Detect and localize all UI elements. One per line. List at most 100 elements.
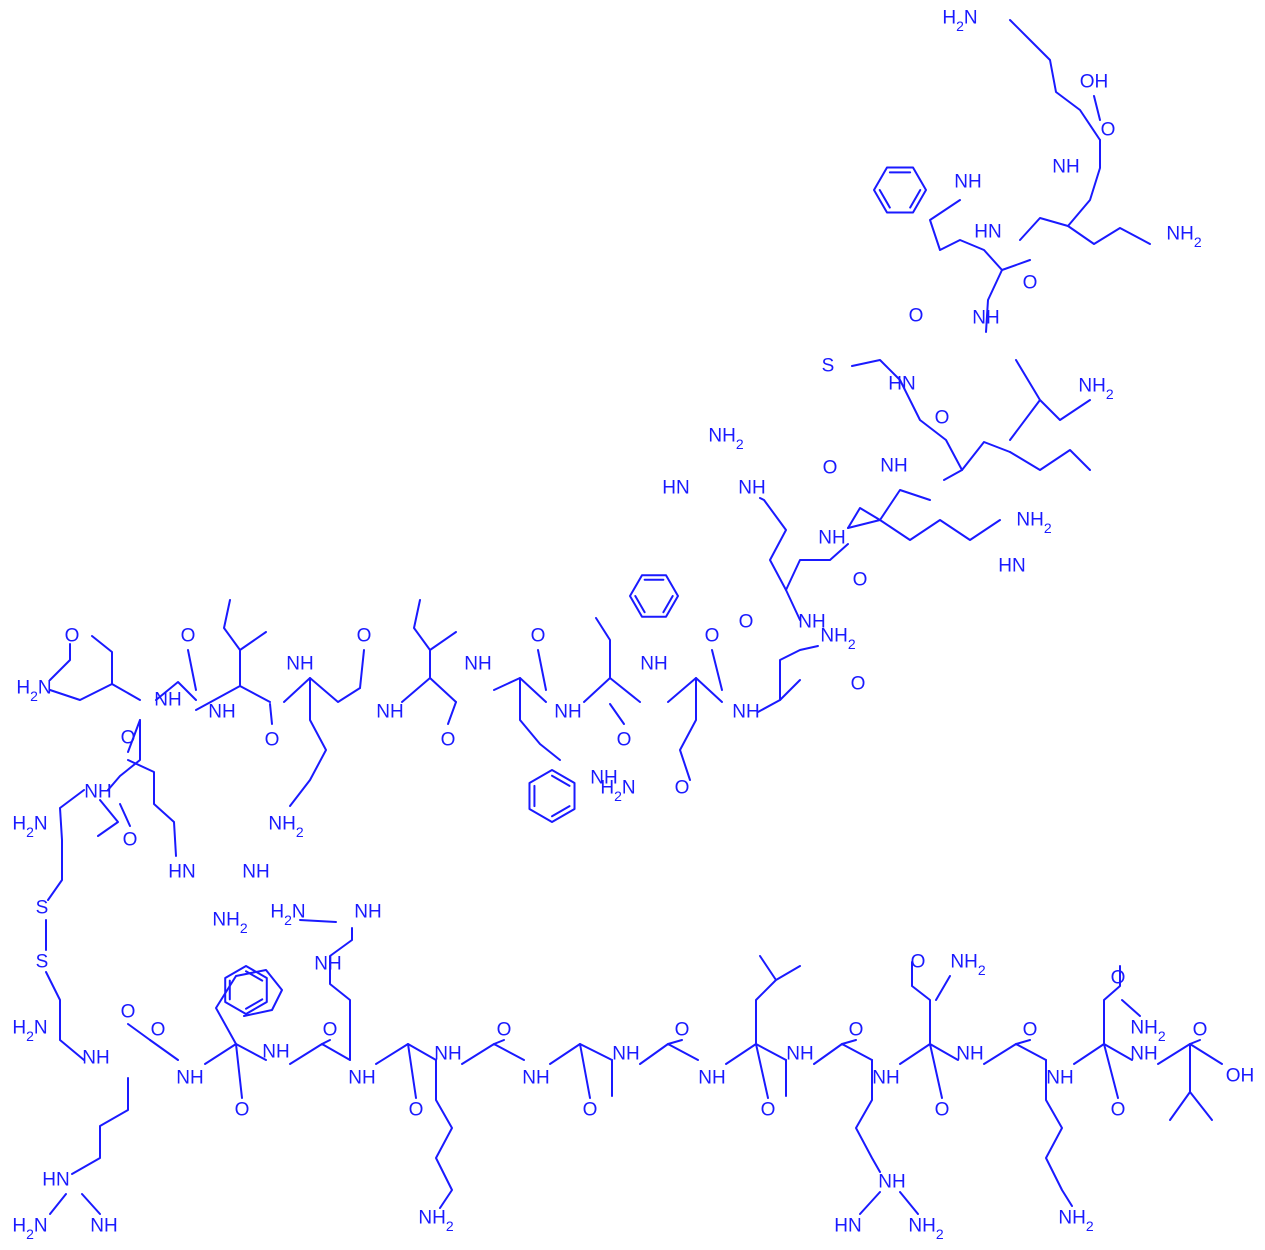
atom-label: H2N: [600, 778, 635, 805]
atom-label: NH: [262, 1042, 289, 1063]
side-gln: [911, 961, 951, 1045]
atom-label: O: [909, 306, 924, 327]
atom-label: HN: [168, 862, 195, 883]
atom-label: O: [1111, 1100, 1126, 1121]
carbonyl: [407, 1043, 417, 1099]
atom-label: NH: [376, 702, 403, 723]
atom-label: O: [617, 730, 632, 751]
atom-label: O: [65, 626, 80, 647]
atom-label: O: [121, 1002, 136, 1023]
atom-label: NH: [640, 654, 667, 675]
atom-label: O: [761, 1100, 776, 1121]
atom-label: NH: [522, 1068, 549, 1089]
indole-ring-mid-double: [551, 774, 571, 787]
atom-label: NH: [612, 1044, 639, 1065]
atom-label: NH: [154, 690, 181, 711]
atom-label: NH: [818, 528, 845, 549]
atom-label: O: [853, 570, 868, 591]
side-leu: [755, 955, 801, 1045]
atom-label: NH: [1052, 157, 1079, 178]
indole-ring-mid-double: [551, 805, 571, 818]
atom-label: NH2: [1078, 376, 1113, 403]
atom-label: NH: [738, 478, 765, 499]
atom-label: O: [705, 626, 720, 647]
side-arg2: [299, 919, 353, 1061]
side-lys-mid: [289, 677, 327, 807]
side-gln-mid: [679, 677, 697, 781]
atom-label: NH2: [268, 814, 303, 841]
atom-label: H2N: [12, 1018, 47, 1045]
atom-label: NH: [956, 1044, 983, 1065]
atom-label: O: [739, 612, 754, 633]
side-asn: [1103, 965, 1141, 1045]
atom-label: NH: [208, 702, 235, 723]
side-arg-top: [91, 635, 177, 857]
carbonyl: [609, 703, 625, 725]
atom-label: NH: [82, 1048, 109, 1069]
atom-label: NH2: [418, 1208, 453, 1235]
atom-label: O: [181, 626, 196, 647]
bond: [841, 1039, 857, 1045]
atom-label: NH: [354, 902, 381, 923]
atom-label: O: [123, 830, 138, 851]
phenyl-ring-bottom: [224, 965, 268, 1015]
atom-label: NH2: [1130, 1018, 1165, 1045]
benzene-ring-top-double: [878, 189, 891, 209]
atom-label: O: [323, 1020, 338, 1041]
side-arg3: [855, 1059, 919, 1215]
atom-label: S: [36, 898, 49, 919]
phenyl-ring-mid-double: [634, 595, 646, 614]
atom-label: NH: [698, 1068, 725, 1089]
atom-label: NH: [878, 1172, 905, 1193]
side-met: [851, 359, 963, 471]
phenyl-ring-mid: [629, 574, 679, 618]
atom-label: O: [531, 626, 546, 647]
atom-label: O: [357, 626, 372, 647]
atom-label: NH2: [1166, 224, 1201, 251]
phenyl-ring-bottom-double: [245, 970, 264, 982]
side-lys4: [1067, 225, 1151, 245]
atom-label: O: [911, 952, 926, 973]
carbonyl: [1103, 1043, 1119, 1099]
atom-label: NH: [880, 456, 907, 477]
atom-label: NH: [786, 1044, 813, 1065]
side-ile1: [223, 599, 267, 687]
atom-label: H2N: [12, 1216, 47, 1243]
atom-label: NH2: [820, 626, 855, 653]
atom-label: O: [497, 1020, 512, 1041]
atom-label: NH: [1046, 1068, 1073, 1089]
atom-label: H2N: [16, 678, 51, 705]
side-lys: [435, 1059, 453, 1209]
backbone-bottom: [149, 1039, 1223, 1065]
atom-label: S: [36, 952, 49, 973]
carbonyl: [235, 1043, 243, 1099]
atom-label: OH: [1080, 72, 1109, 93]
atom-label: NH: [176, 1068, 203, 1089]
indole-ring-mid: [528, 769, 576, 823]
benzene-ring-top-double: [909, 189, 922, 209]
atom-label: NH: [590, 768, 617, 789]
disulfide: [45, 789, 85, 1061]
atom-label: O: [935, 1100, 950, 1121]
atom-label: O: [1111, 968, 1126, 989]
side-argB: [847, 519, 1001, 541]
atom-label: NH: [434, 1044, 461, 1065]
atom-label: NH: [872, 1068, 899, 1089]
atom-label: O: [935, 408, 950, 429]
atom-label: HN: [662, 478, 689, 499]
atom-label: HN: [834, 1216, 861, 1237]
atom-label: H2N: [942, 8, 977, 35]
carbonyl: [359, 649, 365, 689]
bond: [667, 1039, 683, 1045]
atom-label: NH: [464, 654, 491, 675]
atom-label: H2N: [270, 902, 305, 929]
atom-label: HN: [42, 1170, 69, 1191]
carbonyl: [579, 1043, 591, 1099]
atom-label: NH: [84, 782, 111, 803]
atom-label: NH2: [212, 910, 247, 937]
atom-label: HN: [888, 374, 915, 395]
atom-label: NH: [1130, 1044, 1157, 1065]
atom-label: NH: [286, 654, 313, 675]
atom-label: NH: [732, 702, 759, 723]
